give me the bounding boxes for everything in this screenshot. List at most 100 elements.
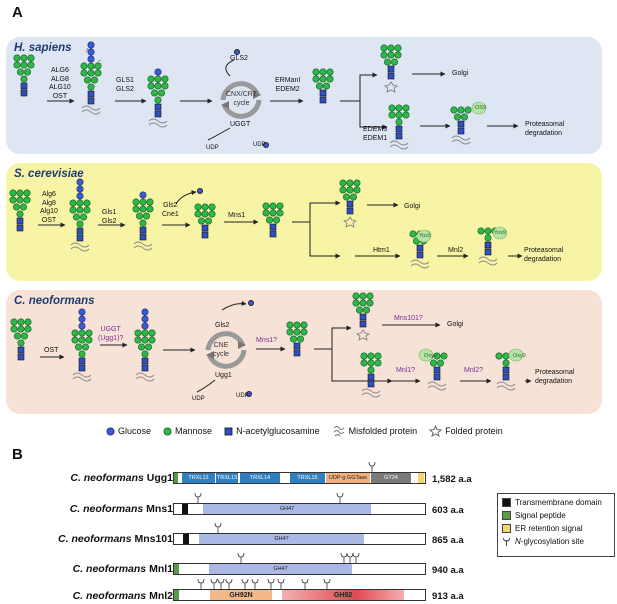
glcnac (484, 248, 492, 256)
mannose (453, 113, 461, 121)
human-glycan-golgi (380, 44, 402, 93)
protein-name-ugg1: C. neoformans Ugg1 (70, 472, 173, 484)
crypto-oxy9-box-1 (418, 348, 434, 362)
yeast-glycan-golgi (339, 179, 361, 228)
mns1-glyco-2 (336, 492, 344, 503)
protein-bar-mns1: GH47 (173, 503, 426, 515)
misfolded-protein (410, 259, 430, 269)
mannose (484, 227, 492, 235)
mnl1-glyco-1 (237, 552, 245, 563)
glcnac (16, 217, 24, 225)
glcnac (78, 357, 86, 365)
glcnac (502, 373, 510, 381)
yeast-glc-release (175, 190, 197, 205)
crypto-udp-left: UDP (192, 396, 205, 402)
mannose (286, 328, 294, 336)
mnl2-glyco-7 (267, 578, 275, 589)
mannose (87, 69, 95, 77)
legend-glcnac-label: N-acetylglucosamine (236, 426, 320, 436)
mannose (69, 206, 77, 214)
glcnac (16, 224, 24, 232)
legend-misfolded-label: Misfolded protein (348, 426, 418, 436)
length-mnl2: 913 a.a (432, 591, 464, 602)
crypto-cycle-center: CNE cycle (213, 342, 229, 358)
mannose (148, 336, 156, 344)
crypto-glycan-4 (286, 321, 308, 357)
glcnac (359, 313, 367, 321)
glucose (78, 308, 86, 316)
mannose (312, 68, 320, 76)
glcnac (457, 127, 465, 135)
human-cycle-bottom: UGGT (230, 121, 251, 128)
mannose (94, 69, 102, 77)
cycle-head-top (253, 91, 261, 99)
glcnac (367, 380, 375, 388)
glucose-icon (106, 427, 115, 435)
mannose (16, 189, 24, 197)
misfolded-protein (70, 242, 90, 252)
mannose (139, 205, 147, 213)
mannose (319, 75, 327, 83)
crypto-mnl2: Mnl2? (464, 367, 484, 374)
mannose (154, 96, 162, 104)
panel-a-letter: A (12, 4, 23, 21)
mannose (13, 61, 21, 69)
crypto-golgi: Golgi (447, 321, 464, 328)
cycle-head-bottom (221, 101, 229, 109)
crypto-oxy9-1: Oxy9 (424, 353, 437, 359)
human-enzymes-4: EDEM3 EDEM1 (363, 126, 388, 142)
mannose (146, 198, 154, 206)
glyco-site-icon (251, 578, 259, 589)
mannose (208, 210, 216, 218)
mannose (387, 51, 395, 59)
glyco-site-icon (277, 578, 285, 589)
pathway-arrows (38, 49, 532, 397)
mannose (201, 210, 209, 218)
human-enzymes-2: GLS1 GLS2 (116, 77, 134, 93)
mannose (146, 205, 154, 213)
glucose (87, 48, 95, 56)
human-udp-left: UDP (206, 145, 219, 151)
misfolded-protein (148, 118, 168, 128)
yeast-yos9-box-1 (416, 229, 432, 243)
mannose (395, 111, 403, 119)
yeast-golgi: Golgi (404, 203, 421, 210)
mannose (87, 62, 95, 70)
glcnac (359, 320, 367, 328)
mnl1-glyco-2 (340, 552, 348, 563)
mannose (9, 189, 17, 197)
glcnac (87, 90, 95, 98)
glcnac (367, 373, 375, 381)
mannose (388, 111, 396, 119)
mannose (19, 203, 27, 211)
misfolded-protein (451, 135, 471, 145)
yeast-yos9-2: Yos9 (494, 230, 507, 236)
mannose (300, 321, 308, 329)
key-tm: Transmembrane domain (502, 497, 610, 507)
species-crypto: C. neoformans (14, 295, 95, 307)
mannose (346, 179, 354, 187)
legend-glucose-label: Glucose (118, 426, 152, 436)
mannose (198, 217, 206, 225)
mannose (23, 189, 31, 197)
mnl1-signal-peptide (174, 564, 179, 574)
mannose (27, 61, 35, 69)
glucose (76, 192, 84, 200)
ugg1-signal-peptide (174, 473, 178, 483)
mannose (16, 68, 24, 76)
mnl2-glyco-4 (225, 578, 233, 589)
mnl2-gh92n: GH92N (210, 590, 272, 600)
mnl2-glyco-10 (323, 578, 331, 589)
mannose (80, 213, 88, 221)
glcnac (201, 224, 209, 232)
glyco-site-icon (346, 552, 354, 563)
mnl1-gh47: GH47 (209, 564, 352, 574)
crypto-glycan-2 (71, 308, 93, 382)
crypto-glycan-golgi (352, 292, 374, 341)
mnl2-glyco-8 (277, 578, 285, 589)
glcnac (416, 244, 424, 252)
legend-mannose: Mannose (163, 426, 212, 436)
mannose (148, 329, 156, 337)
mnl1-glyco-4 (352, 552, 360, 563)
